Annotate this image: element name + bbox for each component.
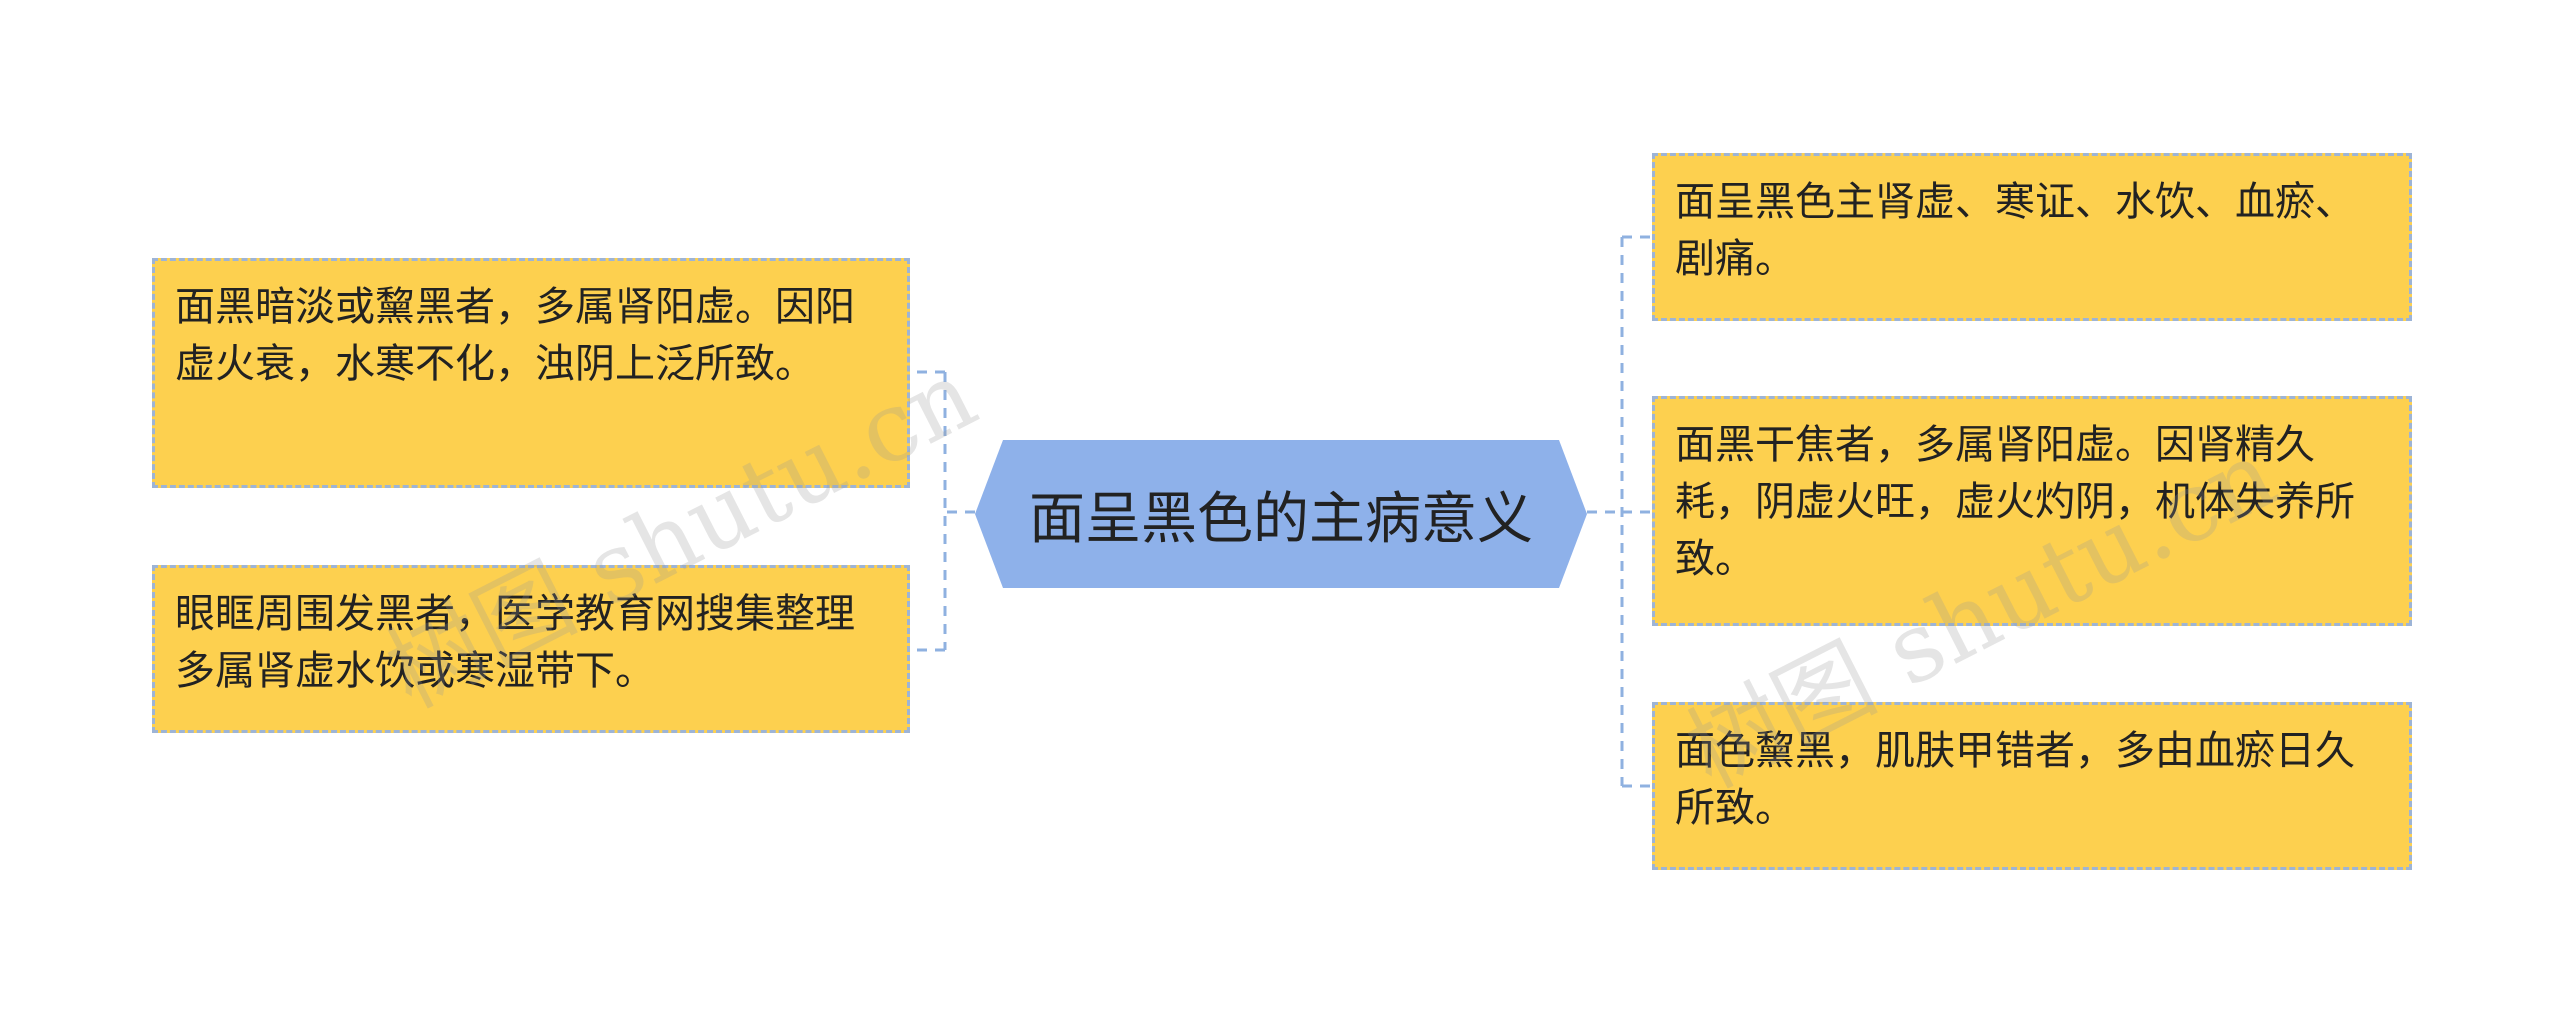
root-node-shape xyxy=(975,440,1587,588)
right-node-1[interactable]: 面呈黑色主肾虚、寒证、水饮、血瘀、剧痛。 xyxy=(1652,153,2412,321)
right-node-3[interactable]: 面色黧黑，肌肤甲错者，多由血瘀日久所致。 xyxy=(1652,702,2412,870)
left-node-1[interactable]: 面黑暗淡或黧黑者，多属肾阳虚。因阳虚火衰，水寒不化，浊阴上泛所致。 xyxy=(152,258,910,488)
left-node-2[interactable]: 眼眶周围发黑者，医学教育网搜集整理多属肾虚水饮或寒湿带下。 xyxy=(152,565,910,733)
right-node-2[interactable]: 面黑干焦者，多属肾阳虚。因肾精久耗，阴虚火旺，虚火灼阴，机体失养所致。 xyxy=(1652,396,2412,626)
root-node-label[interactable]: 面呈黑色的主病意义 xyxy=(1029,486,1533,552)
